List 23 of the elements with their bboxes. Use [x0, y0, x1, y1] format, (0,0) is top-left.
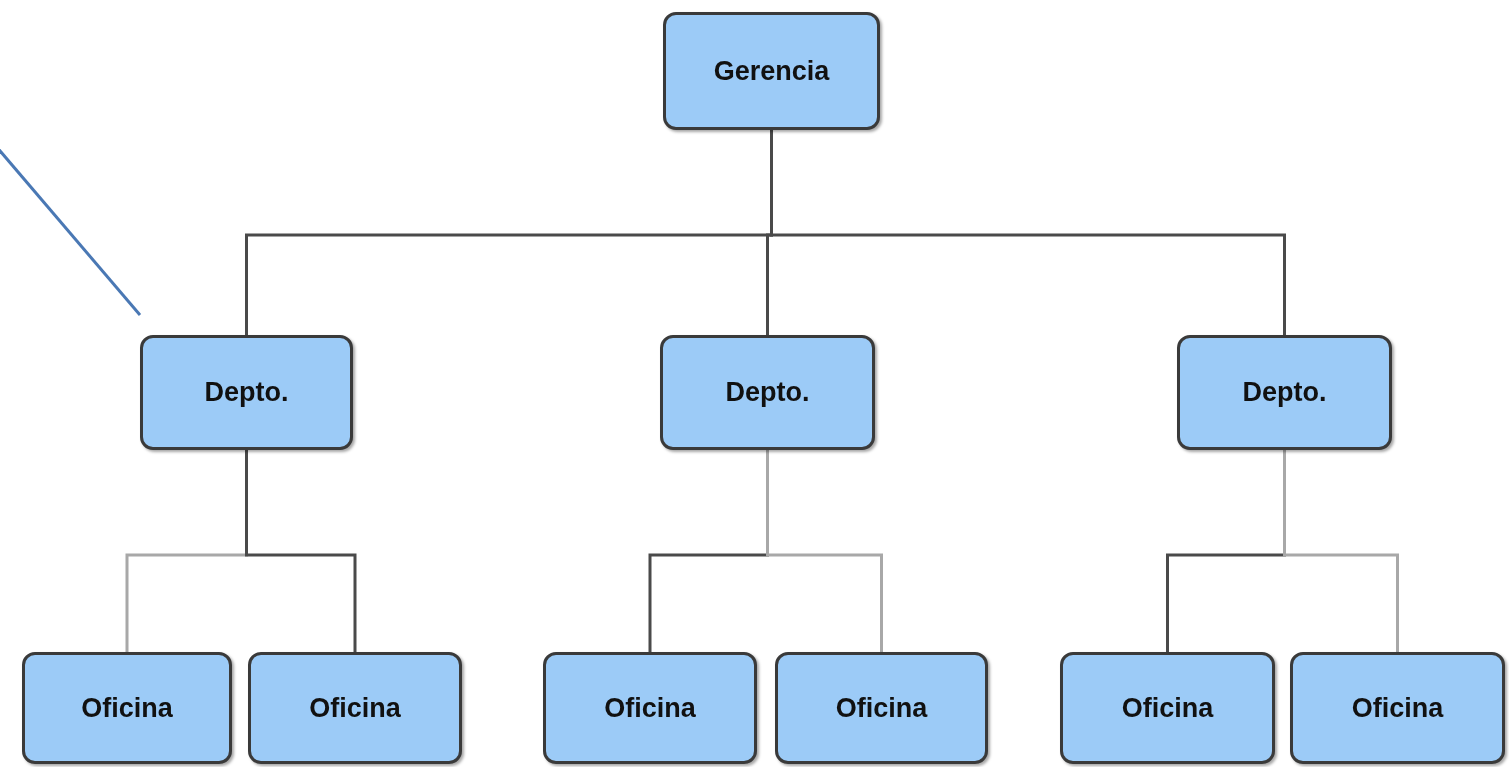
box-label: Oficina	[309, 692, 401, 724]
org-box	[1290, 652, 1505, 764]
connector-line	[1283, 450, 1399, 652]
box-label: Gerencia	[713, 55, 830, 87]
box-label: Oficina	[835, 692, 928, 724]
box-label: Oficina	[604, 692, 696, 724]
org-box	[1177, 335, 1392, 450]
org-box	[775, 652, 988, 764]
box-label: Depto.	[1242, 377, 1327, 408]
org-box	[22, 652, 232, 764]
org-box	[660, 335, 875, 450]
org-box	[663, 12, 880, 130]
box-label: Depto.	[204, 377, 289, 408]
box-label: Oficina	[1121, 692, 1214, 724]
box-label: Oficina	[81, 692, 173, 724]
org-box	[248, 652, 462, 764]
box-label: Oficina	[1351, 692, 1444, 724]
org-box	[543, 652, 757, 764]
box-label: Depto.	[725, 377, 810, 408]
connector-line	[245, 450, 357, 652]
connector-line	[766, 450, 883, 652]
org-box	[140, 335, 353, 450]
org-box	[1060, 652, 1275, 764]
